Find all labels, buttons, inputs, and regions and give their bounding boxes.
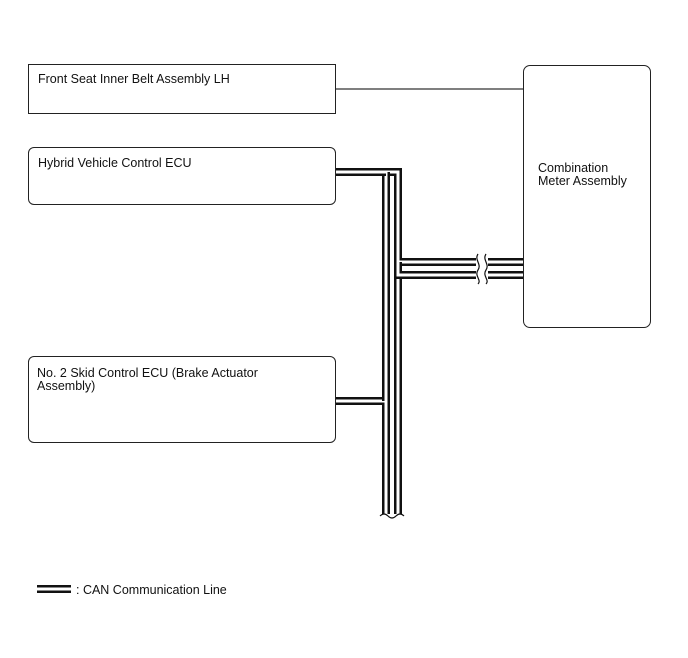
skid-control-ecu-label: No. 2 Skid Control ECU (Brake Actuator A… [37,366,258,393]
front-seat-belt-assembly-label: Front Seat Inner Belt Assembly LH [38,72,230,86]
can-bus-outer [336,168,523,266]
combination-meter-label: Combination Meter Assembly [538,161,627,188]
legend-label: : CAN Communication Line [76,583,227,597]
hybrid-vehicle-control-ecu-box: Hybrid Vehicle Control ECU [28,147,336,205]
combination-meter-box: Combination Meter Assembly [523,65,651,328]
line-break-mark [476,253,488,285]
front-seat-belt-assembly-box: Front Seat Inner Belt Assembly LH [28,64,336,114]
hybrid-vehicle-control-ecu-label: Hybrid Vehicle Control ECU [38,156,192,170]
skid-control-ecu-box: No. 2 Skid Control ECU (Brake Actuator A… [28,356,336,443]
can-bus-inner [336,168,523,514]
bus-end-mark [379,513,405,519]
